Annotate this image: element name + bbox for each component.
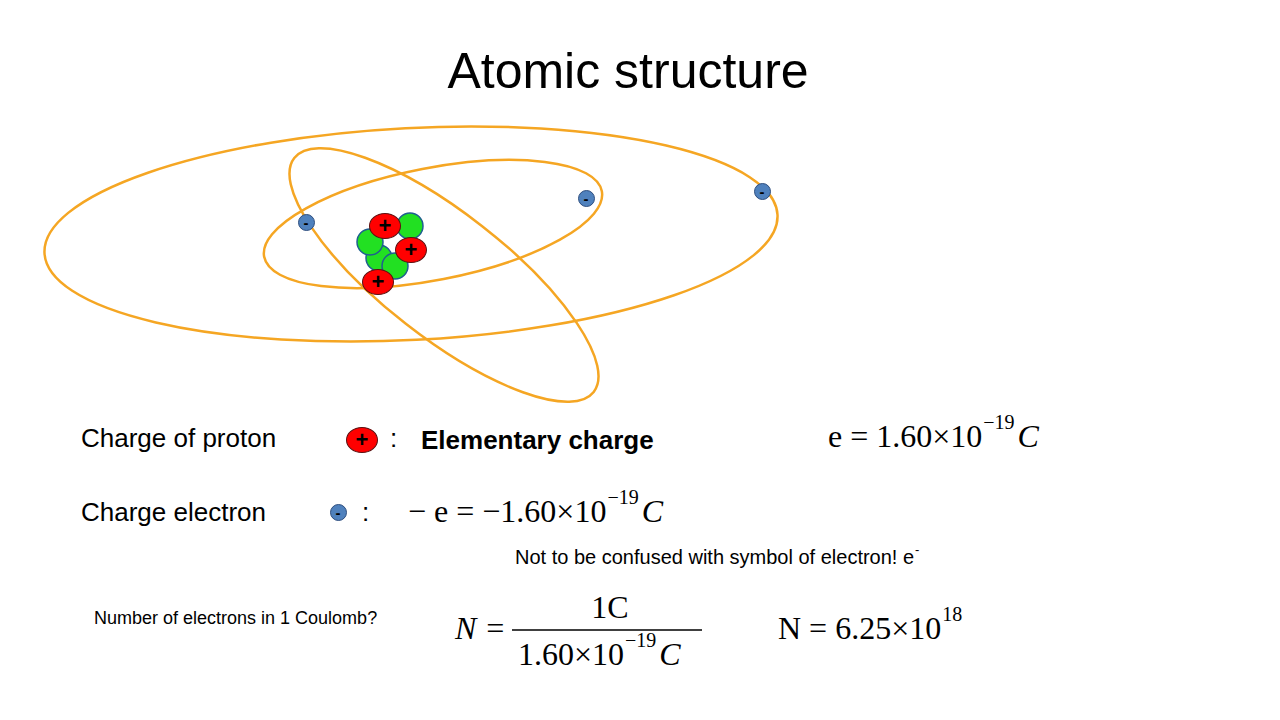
plus-sign: + <box>405 239 418 261</box>
formula: e = 1.60×10 <box>828 420 982 452</box>
electron-symbol: - <box>754 183 771 200</box>
minus-sign: - <box>584 191 589 206</box>
question: Number of electrons in 1 Coulomb? <box>94 609 377 627</box>
electron-symbol: - <box>298 214 315 231</box>
colon: : <box>362 499 369 525</box>
fraction-bar <box>512 629 702 631</box>
minus-sign: - <box>304 215 309 230</box>
note: Not to be confused with symbol of electr… <box>515 547 914 567</box>
superscript: - <box>915 543 919 556</box>
unit: C <box>1018 420 1039 452</box>
proton-symbol: + <box>369 213 401 239</box>
plus-sign: + <box>356 429 369 451</box>
orbit <box>253 136 612 312</box>
orbit <box>39 109 783 359</box>
unit: C <box>659 638 680 670</box>
plus-sign: + <box>379 215 392 237</box>
minus-sign: - <box>336 505 341 520</box>
formula: − e = −1.60×10 <box>408 495 606 527</box>
exponent: 18 <box>942 604 962 624</box>
electron-symbol: - <box>330 504 347 521</box>
electron-symbol: - <box>578 190 595 207</box>
exponent: −19 <box>607 487 638 507</box>
unit: C <box>642 495 663 527</box>
term-label: Elementary charge <box>421 427 654 453</box>
text-label: Charge electron <box>81 499 266 525</box>
result: N = 6.25×10 <box>778 612 941 644</box>
numerator: 1C <box>591 591 628 623</box>
proton-symbol: + <box>395 237 427 263</box>
plus-sign: + <box>372 271 385 293</box>
colon: : <box>390 425 397 451</box>
orbit <box>256 109 632 441</box>
text-label: Charge of proton <box>81 425 276 451</box>
minus-sign: - <box>760 184 765 199</box>
proton-symbol: + <box>362 269 394 295</box>
slide-title: Atomic structure <box>447 46 808 96</box>
formula: N = <box>455 612 506 644</box>
exponent: −19 <box>983 412 1014 432</box>
denominator: 1.60×10 <box>518 638 624 670</box>
proton-symbol: + <box>346 427 378 453</box>
exponent: −19 <box>625 630 656 650</box>
